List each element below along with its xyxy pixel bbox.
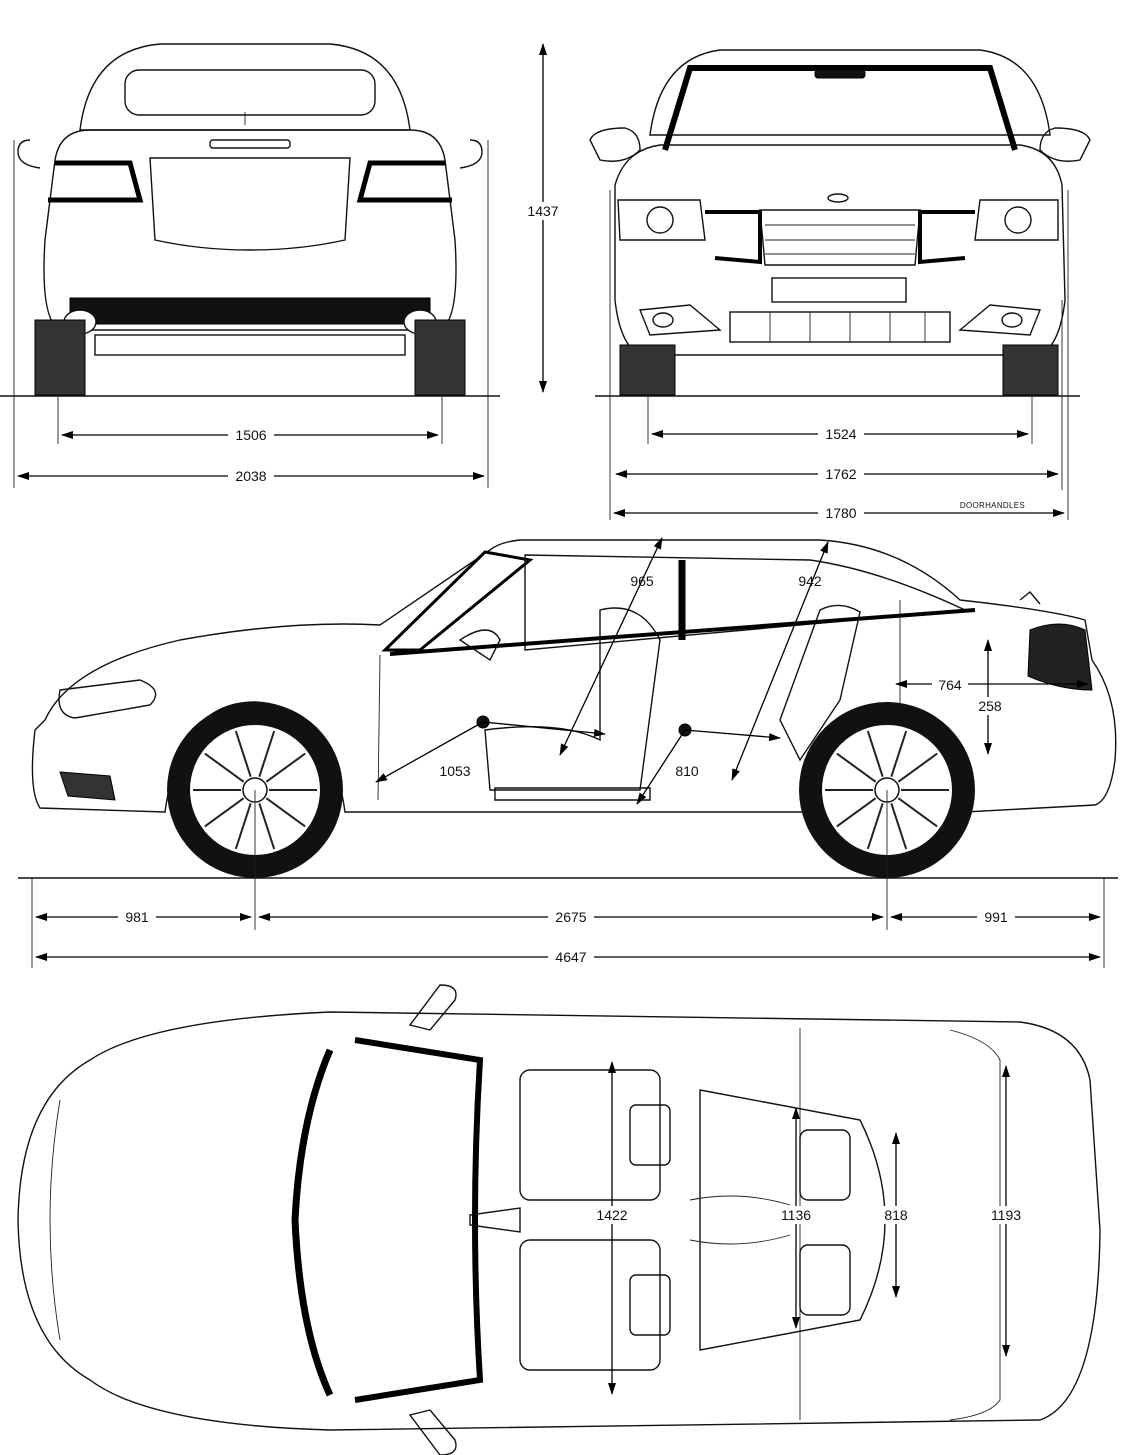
dim-1053-line-b [482,721,606,737]
dim-trunk-height-label: 258 [978,698,1002,714]
dim-wheelbase-label: 2675 [555,909,586,925]
dim-height-label: 1437 [527,203,558,219]
dim-810-line-b [684,729,781,742]
wheel-spoke [258,730,276,777]
wheel-spoke [836,797,877,828]
wheel-spoke [890,730,908,777]
dim-overall-width-label: 2038 [235,468,266,484]
wheel-spoke [866,803,884,850]
dim-front-overhang-label: 981 [125,909,149,925]
dim-front-headroom-label: 965 [630,573,654,589]
dim-rear-seat-width-label: 818 [884,1207,908,1223]
wheel-spoke [265,752,306,783]
dim-965-line [559,537,663,756]
wheel-spoke [234,803,252,850]
dim-trunk-length-label: 764 [938,677,962,693]
dim-942-line [731,541,829,781]
dimension-labels: 1506 2038 1437 1524 1762 1780 DOORHANDLE… [118,202,1028,1224]
wheel-spoke [866,730,884,777]
wheel-spoke [204,797,245,828]
dim-trunk-width-label: 1193 [991,1207,1021,1223]
top-view [17,984,1101,1455]
doorhandles-note: DOORHANDLES [960,501,1025,510]
dim-front-shoulder-label: 1422 [596,1207,627,1223]
dim-front-legroom-label: 1053 [439,763,470,779]
dim-rear-headroom-label: 942 [798,573,822,589]
wheel-spoke [890,803,908,850]
dim-length-label: 4647 [555,949,586,965]
dim-front-track-label: 1524 [825,426,856,442]
dim-doorhandle-width-label: 1780 [825,505,856,521]
dim-body-width-label: 1762 [825,466,856,482]
dim-rear-shoulder-label: 1136 [781,1207,811,1223]
dim-rear-track-label: 1506 [235,427,266,443]
wheel-spoke [897,797,938,828]
dim-rear-legroom-label: 810 [675,763,699,779]
dim-rear-overhang-label: 991 [984,909,1008,925]
dim-810-line [636,729,686,805]
front-view [589,49,1091,396]
wheel-spoke [258,803,276,850]
wheel-spoke [234,730,252,777]
dim-1053-line [375,721,484,783]
wheel-spoke [204,752,245,783]
wheel-spoke [836,752,877,783]
wheel-spoke [265,797,306,828]
side-view [31,539,1117,813]
wheel-spoke [897,752,938,783]
rear-view [17,43,483,396]
